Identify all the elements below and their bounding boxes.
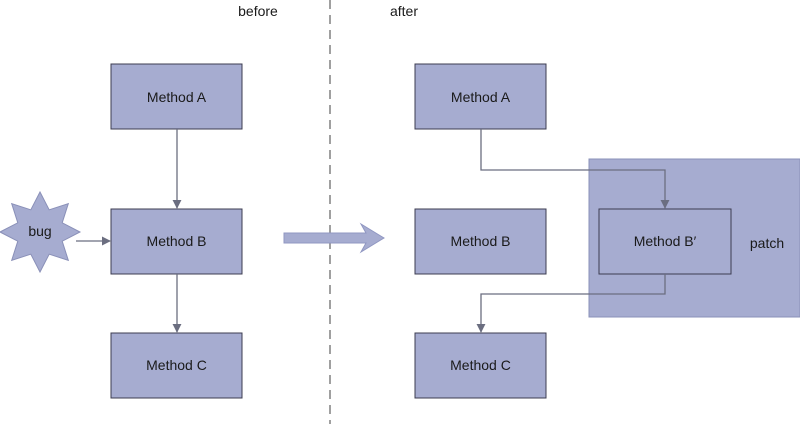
bug-label: bug: [28, 223, 51, 239]
before-method-b-label: Method B: [147, 233, 207, 249]
after-method-b-prime-label: Method B′: [634, 233, 697, 249]
transition-arrow: [283, 222, 385, 254]
bug-star-icon: [0, 190, 82, 274]
before-method-b-box: [110, 208, 243, 275]
before-method-a-box: [110, 63, 243, 130]
after-method-a-label: Method A: [451, 89, 511, 105]
after-header: after: [390, 3, 418, 19]
after-method-b-box: [414, 208, 547, 275]
arrow-a-to-b-prime: [480, 129, 670, 209]
arrow-b-prime-to-c: [476, 274, 666, 333]
patch-label: patch: [750, 235, 784, 251]
after-method-c-label: Method C: [450, 357, 511, 373]
after-method-c-box: [414, 332, 547, 399]
before-header: before: [238, 3, 278, 19]
after-method-b-label: Method B: [451, 233, 511, 249]
before-method-c-box: [110, 332, 243, 399]
before-method-a-label: Method A: [147, 89, 207, 105]
after-method-a-box: [414, 63, 547, 130]
after-method-b-prime-box: [598, 208, 732, 275]
before-method-c-label: Method C: [146, 357, 207, 373]
